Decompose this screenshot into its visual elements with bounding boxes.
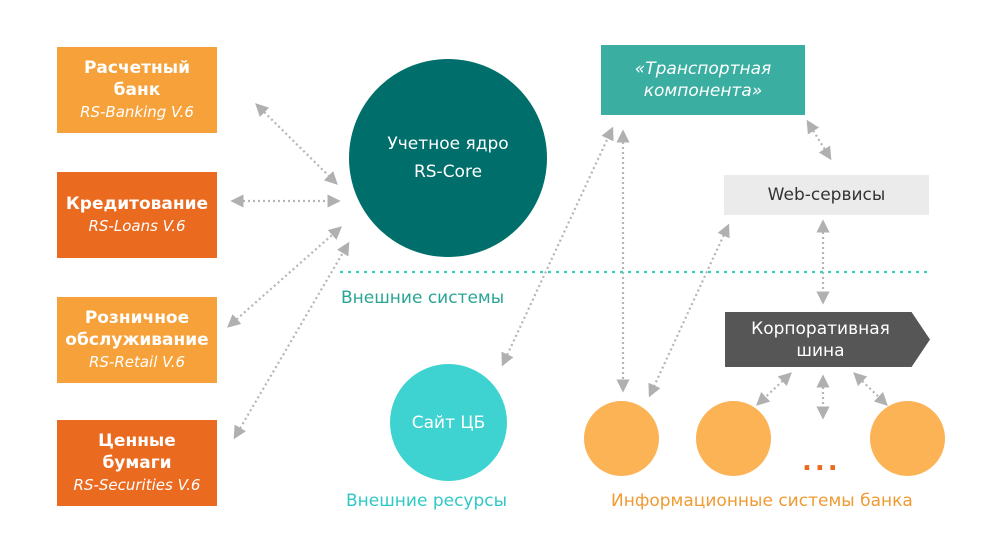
module-title: Розничное обслуживание [65,308,209,350]
module-rs-banking: Расчетный банк RS-Banking V.6 [57,47,217,133]
cb-site-label: Сайт ЦБ [411,412,486,433]
core-title: Учетное ядро [387,134,509,154]
corporate-bus-label: Корпоративная шина [751,318,890,361]
module-title: Кредитование [65,194,209,214]
module-subtitle: RS-Loans V.6 [88,217,186,235]
module-rs-securities: Ценные бумаги RS-Securities V.6 [57,420,217,506]
core-circle: Учетное ядро RS-Core [349,59,547,257]
module-rs-retail: Розничное обслуживание RS-Retail V.6 [57,297,217,383]
external-systems-label: Внешние системы [341,288,505,308]
module-subtitle: RS-Securities V.6 [73,476,201,494]
more-systems-ellipsis: ... [802,447,841,477]
corporate-bus-arrow: Корпоративная шина [725,312,930,367]
transport-label: «Транспортная компонента» [634,59,772,101]
bank-system-circle [584,401,659,476]
external-resources-label: Внешние ресурсы [346,491,508,511]
arrow-bus-sys3 [853,372,888,406]
module-subtitle: RS-Banking V.6 [80,103,194,121]
module-title: Ценные бумаги [98,431,176,473]
arrow-cbsite-transport [501,126,614,367]
arrow-banking-core [255,103,338,185]
arrow-transport-web [806,119,832,161]
transport-component: «Транспортная компонента» [601,45,805,115]
web-services-box: Web-сервисы [724,175,929,215]
bank-system-circle [696,401,771,476]
module-title: Расчетный банк [83,58,191,100]
arrow-bus-sys1 [756,372,792,406]
bank-system-circle [870,401,945,476]
cb-site-circle: Сайт ЦБ [390,364,507,481]
bank-systems-label: Информационные системы банка [611,491,913,511]
module-subtitle: RS-Retail V.6 [88,353,186,371]
module-rs-loans: Кредитование RS-Loans V.6 [57,172,217,258]
arrow-web-sys2 [648,223,730,398]
web-services-label: Web-сервисы [767,185,886,205]
arrow-securities-core [233,241,350,440]
core-subtitle: RS-Core [413,162,483,182]
arrow-retail-core [227,226,342,328]
